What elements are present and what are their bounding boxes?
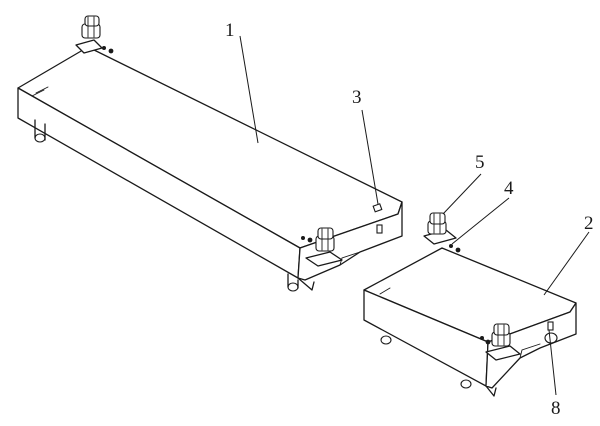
foot (287, 282, 299, 292)
short-cover-assembly (363, 212, 577, 397)
foot (544, 332, 558, 344)
short-cover-slot (379, 287, 391, 295)
leader-lines (239, 35, 590, 396)
thumb-screw (423, 212, 461, 253)
callout-labels: 1 3 5 4 2 8 (225, 20, 594, 419)
end-slot-hole (547, 321, 554, 331)
foot (460, 379, 472, 389)
thumb-screw (480, 323, 521, 361)
long-cover-assembly (17, 15, 403, 292)
leader-1 (239, 35, 259, 144)
leader-4 (451, 197, 510, 245)
long-cover-bottom-lip (297, 277, 315, 291)
callout-2: 2 (584, 213, 594, 234)
leader-5 (442, 173, 482, 215)
callout-1: 1 (225, 20, 235, 41)
foot (34, 133, 46, 143)
foot (380, 335, 392, 345)
leader-3 (361, 109, 379, 205)
callout-4: 4 (504, 178, 514, 199)
thumb-screw (301, 227, 343, 267)
leader-8 (548, 329, 557, 396)
callout-5: 5 (475, 152, 485, 173)
callout-3: 3 (352, 87, 362, 108)
thumb-screw (75, 15, 114, 54)
callout-8: 8 (551, 398, 561, 419)
long-cover-slot (35, 86, 49, 94)
leader-2 (543, 231, 590, 296)
end-slot-hole (372, 203, 383, 213)
